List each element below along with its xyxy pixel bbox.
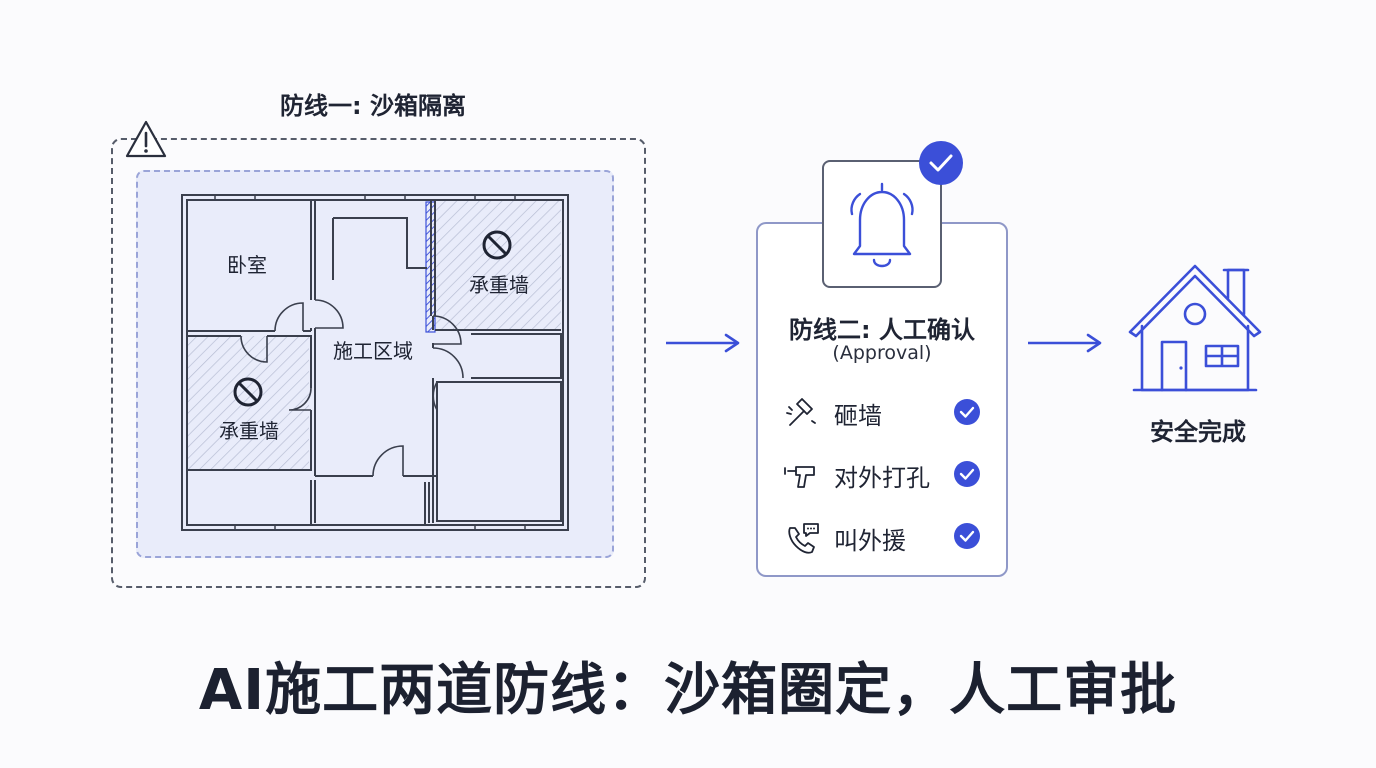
floor-plan: 卧室 施工区域 承重墙 承重墙	[181, 194, 569, 531]
hammer-icon	[786, 398, 816, 426]
drill-icon	[784, 466, 815, 488]
check-icon	[954, 461, 980, 487]
check-badge-icon	[919, 141, 963, 185]
approval-item-label: 叫外援	[834, 527, 906, 555]
house-icon	[1128, 264, 1262, 392]
approval-subtitle: (Approval)	[832, 342, 932, 364]
bearing-wall-zone-top	[433, 200, 561, 330]
approval-title: 防线二: 人工确认	[789, 316, 975, 344]
room-label-construction: 施工区域	[333, 339, 413, 363]
result-label: 安全完成	[1150, 418, 1246, 446]
bearing-wall-zone-left	[187, 336, 309, 470]
check-icon	[954, 523, 980, 549]
room-label-bearing-wall: 承重墙	[219, 419, 279, 443]
approval-item-label: 砸墙	[834, 402, 882, 430]
phone-chat-icon	[788, 523, 819, 554]
approval-item-label: 对外打孔	[834, 464, 930, 492]
main-title: AI施工两道防线：沙箱圈定，人工审批	[198, 658, 1178, 723]
check-icon	[954, 399, 980, 425]
bell-icon	[850, 182, 914, 268]
room-label-bedroom: 卧室	[227, 253, 267, 277]
room-label-bearing-wall: 承重墙	[469, 273, 529, 297]
sandbox-outer-boundary	[111, 138, 646, 588]
sandbox-title: 防线一: 沙箱隔离	[280, 92, 466, 120]
prohibited-icon	[482, 230, 512, 260]
prohibited-icon	[233, 377, 263, 407]
arrow-right-icon	[1028, 333, 1102, 353]
arrow-right-icon	[666, 333, 740, 353]
warning-icon	[125, 120, 167, 158]
bell-box	[822, 160, 942, 288]
